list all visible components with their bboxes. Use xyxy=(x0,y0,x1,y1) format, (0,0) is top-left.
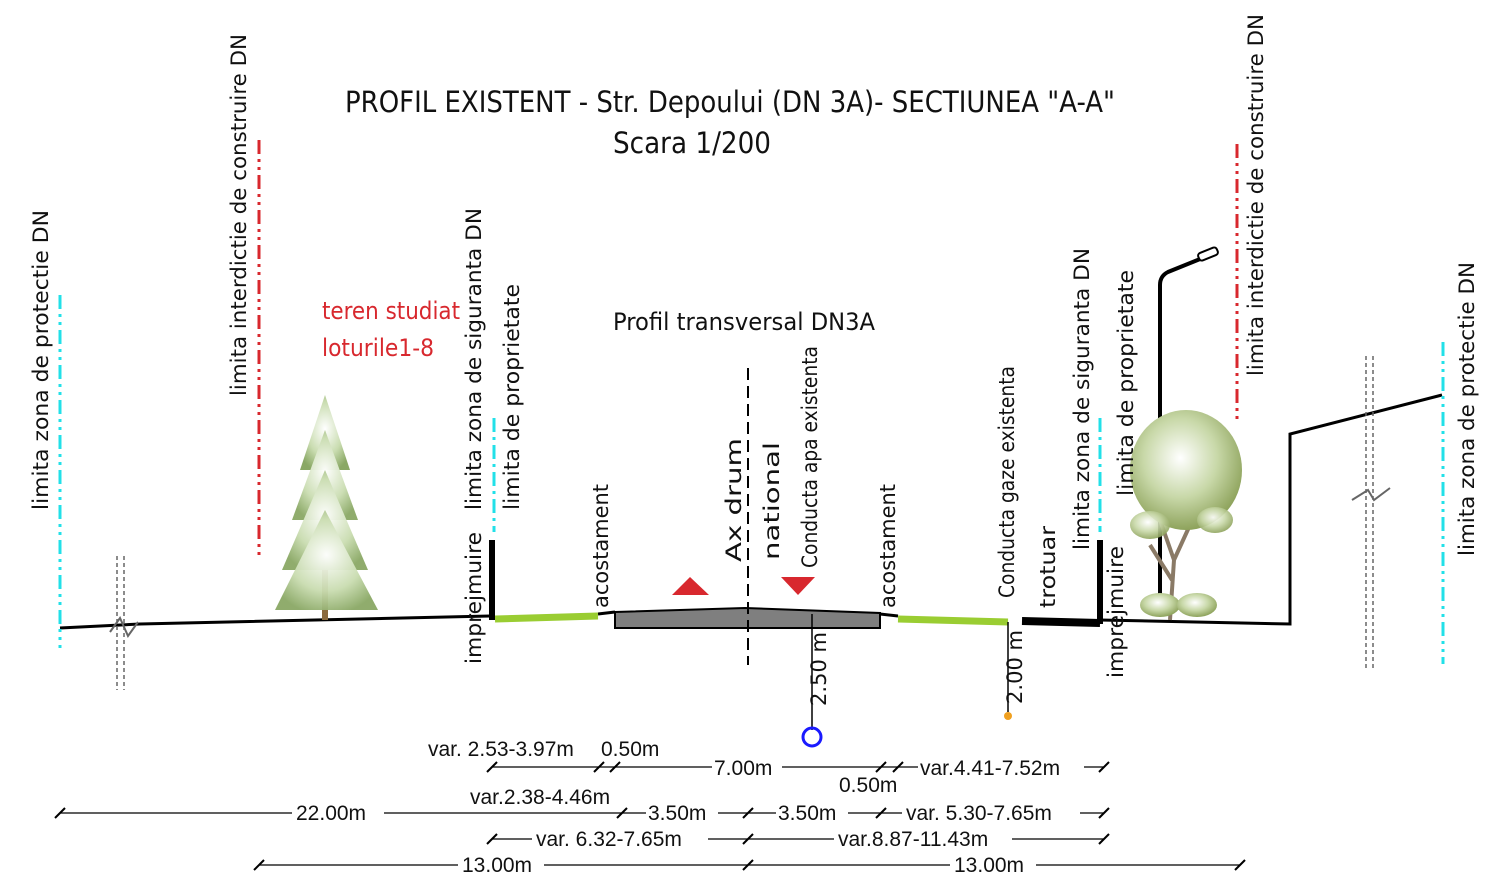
right-property-limit-label: limita de proprietate xyxy=(1114,270,1138,496)
gas-pipe-depth: 2.00 m xyxy=(1003,630,1027,704)
left-property-limit-label: limita de proprietate xyxy=(500,284,524,510)
gas-pipe-label: Conducta gaze existenta xyxy=(995,366,1019,598)
level-marker-down-icon xyxy=(781,577,815,595)
left-protection-limit-label: limita zona de protectie DN xyxy=(29,210,53,510)
study-area-lots: loturile1-8 xyxy=(322,334,434,362)
dim-right-shoulder: 0.50m xyxy=(839,774,897,797)
dim-right-half: var.8.87-11.43m xyxy=(838,828,988,851)
dim-right-variable: var.4.41-7.52m xyxy=(920,757,1060,780)
dim-left-half: var. 6.32-7.65m xyxy=(536,828,682,851)
axis-label-line1: Ax drum xyxy=(722,438,746,562)
ground-profile xyxy=(59,393,1443,630)
left-building-ban-label: limita interdictie de construire DN xyxy=(227,34,251,396)
conifer-tree-icon xyxy=(275,395,378,620)
dim-left-lane: 3.50m xyxy=(648,802,706,825)
dim-left-variable: var. 2.53-3.97m xyxy=(428,738,574,761)
right-green-strip xyxy=(897,615,1009,626)
water-pipe-icon xyxy=(801,726,823,748)
water-pipe-depth: 2.50 m xyxy=(807,632,831,706)
dim-right-lane: 3.50m xyxy=(778,802,836,825)
street-lamp-icon xyxy=(1158,246,1219,596)
right-fence-label: imprejmuire xyxy=(1104,546,1128,678)
left-green-strip xyxy=(494,612,599,623)
dim-left-zone: var.2.38-4.46m xyxy=(470,786,610,809)
dim-carriageway: 7.00m xyxy=(714,757,772,780)
left-fence-label: imprejmuire xyxy=(462,532,486,664)
dimension-ticks xyxy=(54,761,1246,871)
right-building-ban-label: limita interdictie de construire DN xyxy=(1244,14,1268,376)
level-marker-up-icon xyxy=(672,577,709,595)
sidewalk-label: trotuar xyxy=(1036,526,1060,608)
dim-total-left: 22.00m xyxy=(296,802,366,825)
break-zigzag-left xyxy=(109,615,139,639)
profile-subtitle: Profil transversal DN3A xyxy=(613,308,875,336)
left-safety-limit-label: limita zona de siguranta DN xyxy=(462,208,486,510)
gas-pipe-icon xyxy=(1004,712,1012,720)
right-safety-limit-label: limita zona de siguranta DN xyxy=(1070,248,1094,550)
study-area-label: teren studiat xyxy=(322,297,460,325)
right-shoulder-label: acostament xyxy=(876,484,900,608)
dim-right-zone: var. 5.30-7.65m xyxy=(906,802,1052,825)
water-pipe-label: Conducta apa existenta xyxy=(798,346,822,568)
dim-right-ban: 13.00m xyxy=(954,854,1024,877)
right-protection-limit-label: limita zona de protectie DN xyxy=(1455,262,1479,556)
scale-label: Scara 1/200 xyxy=(613,126,771,160)
asphalt-carriageway xyxy=(614,606,881,629)
page-title: PROFIL EXISTENT - Str. Depoului (DN 3A)-… xyxy=(345,85,1115,119)
dimension-label-backgrounds xyxy=(292,756,1084,876)
break-zigzag-right xyxy=(1351,487,1391,502)
dim-left-ban: 13.00m xyxy=(462,854,532,877)
deciduous-tree-icon xyxy=(1130,410,1242,621)
left-shoulder-label: acostament xyxy=(589,484,613,608)
sidewalk xyxy=(1021,617,1101,627)
axis-label-line2: national xyxy=(760,442,784,560)
break-symbol-right xyxy=(1365,356,1374,670)
dim-left-shoulder: 0.50m xyxy=(601,738,659,761)
